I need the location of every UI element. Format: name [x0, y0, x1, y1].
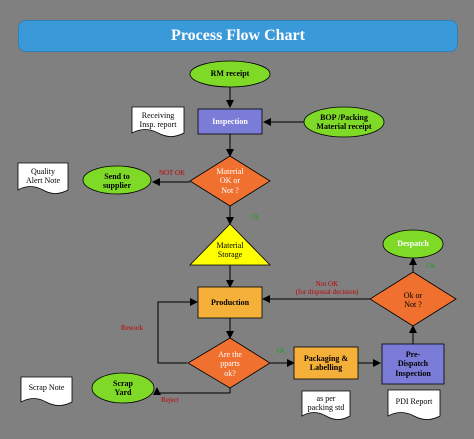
node-send-to-supplier: Send to supplier: [102, 171, 131, 190]
arrow-parts-to-scrap: [153, 387, 231, 395]
process-production: [197, 286, 263, 319]
doc-pdi-report: PDI Report: [395, 397, 433, 407]
storage-triangle: [189, 223, 271, 266]
node-bop-packing: BOP /Packing Material receipt: [316, 112, 372, 131]
decision-material-ok: [189, 155, 271, 207]
terminal-despatch: [382, 229, 444, 259]
document-scrap-note: [20, 376, 73, 406]
document-quality-alert: [17, 162, 69, 194]
terminal-send-to-supplier: [82, 165, 152, 195]
edge-label-not-ok: NOT OK: [158, 168, 186, 177]
arrow-rework-loop: [157, 298, 198, 364]
doc-quality-alert: Quality Alert Note: [26, 166, 60, 185]
document-receiving-report: [131, 106, 185, 137]
node-packaging-labelling: Packaging & Labelling: [303, 353, 349, 372]
process-packaging: [293, 346, 359, 380]
terminal-rm-receipt: [189, 60, 271, 88]
document-packing-std: [301, 390, 351, 420]
node-parts-ok: Are the pparts ok?: [218, 350, 242, 378]
node-ok-or-not: Ok or Not ?: [403, 290, 423, 309]
document-pdi-report: [387, 389, 441, 420]
decision-ok-or-not: [369, 271, 457, 327]
terminal-scrap-yard: [91, 372, 155, 404]
decision-shapes: [187, 155, 457, 389]
edge-label-ok-packaging: Ok: [276, 346, 286, 355]
terminal-shapes: [82, 60, 444, 404]
edge-label-reject: Reject: [161, 395, 179, 404]
edge-label-ok-despatch: Ok: [426, 261, 436, 270]
edge-label-not-ok-disposal: Not OK (for disposal decision): [295, 279, 359, 296]
node-material-ok: Material OK or Not ?: [216, 167, 244, 195]
node-material-storage: Material Storage: [216, 240, 244, 259]
process-pdi: [381, 343, 445, 385]
edge-label-rework: Rework: [120, 323, 144, 332]
doc-receiving-report: Receiving Insp. report: [139, 110, 177, 129]
doc-scrap-note: Scrap Note: [28, 383, 65, 393]
page-title: Process Flow Chart: [18, 20, 458, 52]
process-inspection: [197, 108, 263, 135]
node-rm-receipt: RM receipt: [210, 69, 250, 79]
doc-packing-std: as per packing std: [307, 393, 345, 412]
connectors: [152, 87, 417, 395]
node-despatch: Despatch: [397, 239, 429, 249]
edge-label-ok-storage: Ok: [250, 212, 260, 221]
node-pre-dispatch: Pre- Dispatch Inspection: [395, 350, 431, 378]
document-shapes: [17, 106, 441, 420]
node-scrap-yard: Scrap Yard: [113, 378, 133, 397]
node-inspection: Inspection: [212, 116, 248, 126]
terminal-bop-packing: [303, 106, 385, 138]
decision-parts-ok: [187, 337, 271, 389]
node-production: Production: [210, 297, 250, 307]
